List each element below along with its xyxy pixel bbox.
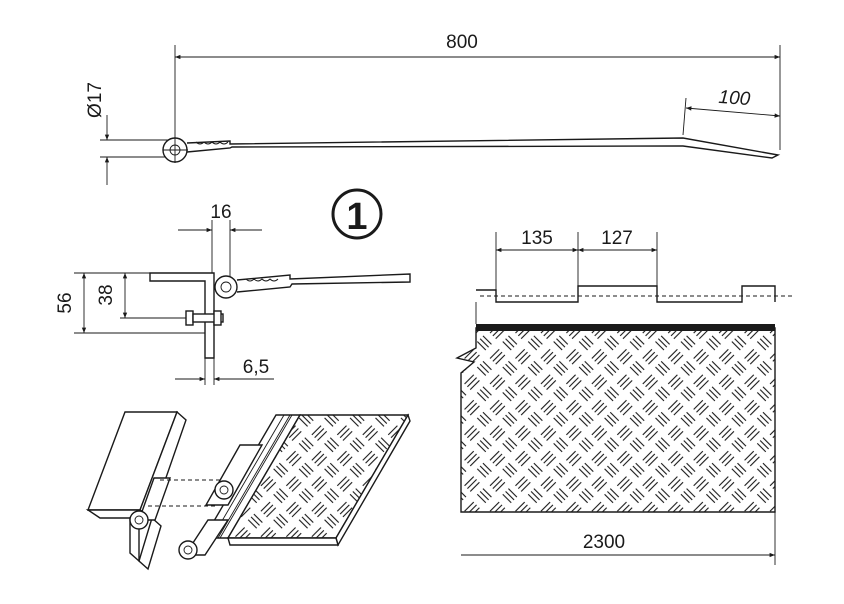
dim-6-5: 6,5	[243, 357, 269, 378]
dim-135: 135	[521, 228, 553, 249]
hinge-section-view: 16 56 38 6,5	[55, 202, 411, 385]
dim-127: 127	[601, 228, 633, 249]
isometric-hinge-detail	[85, 410, 411, 571]
dim-16: 16	[210, 202, 231, 223]
dim-800: 800	[446, 32, 478, 53]
panel-top-view: 135 127 2300	[455, 228, 792, 565]
callout-1: 1	[331, 188, 383, 240]
callout-number: 1	[346, 196, 367, 238]
dim-38: 38	[96, 284, 117, 305]
dim-56: 56	[55, 292, 76, 313]
dim-diameter-17: Ø17	[85, 82, 106, 118]
side-view-bar: 800 100 Ø17	[85, 32, 781, 185]
dim-2300: 2300	[583, 532, 625, 553]
dim-100: 100	[718, 87, 752, 110]
